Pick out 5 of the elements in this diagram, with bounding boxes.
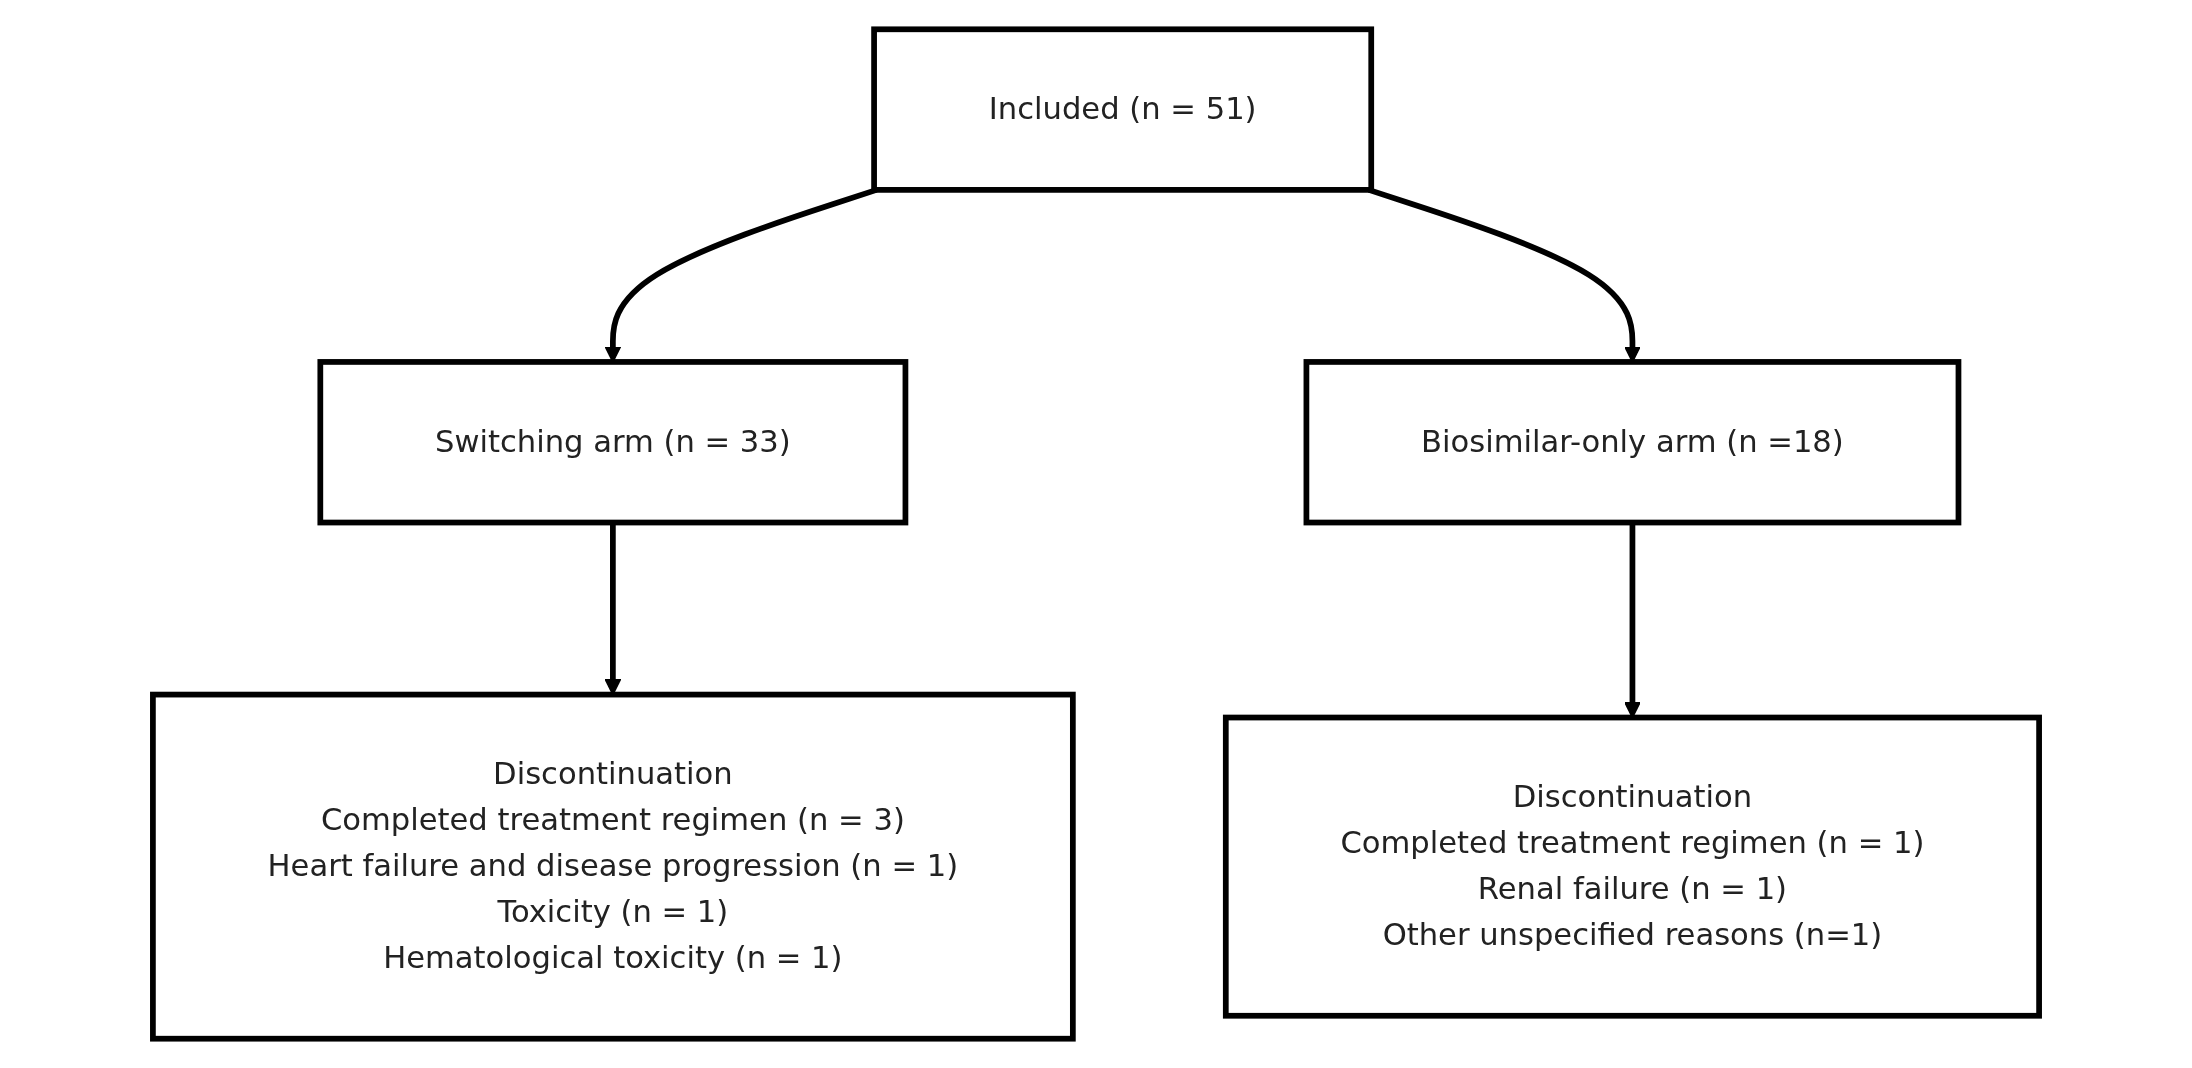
node-box: Included (n = 51) — [871, 26, 1375, 193]
node-box: Discontinuation Completed treatment regimen (n = 3) Heart failure and disease progression (n = 1) Toxicity (n = 1) Hematological toxicity (n = 1) — [150, 691, 1076, 1042]
node-box: Switching arm (n = 33) — [317, 359, 909, 526]
node-box: Biosimilar-only arm (n =18) — [1303, 359, 1962, 526]
node-box: Discontinuation Completed treatment regimen (n = 1) Renal failure (n = 1) Other unspecified reasons (n=1) — [1222, 714, 2042, 1019]
